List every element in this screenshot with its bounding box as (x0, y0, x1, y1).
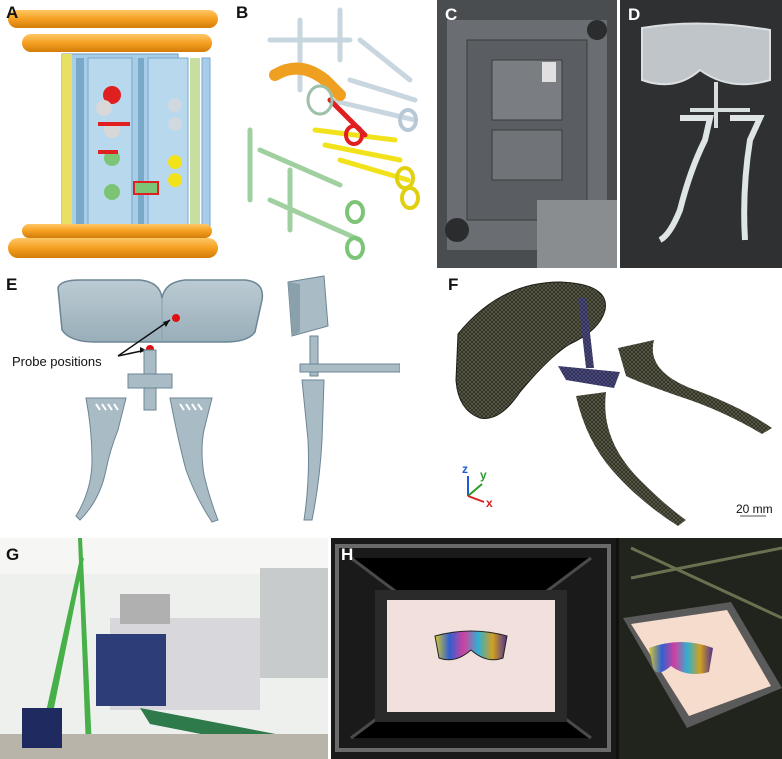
panel-b: B (230, 0, 435, 268)
cooling-channel-diagram (247, 7, 420, 260)
panel-g-label: G (6, 545, 20, 564)
probe-positions-annotation: Probe positions (12, 354, 102, 369)
axis-x-label: x (486, 496, 493, 510)
panel-d: D (620, 0, 782, 268)
panel-a: A (0, 0, 230, 268)
mold-assembly-diagram (8, 10, 218, 258)
panel-h: H (331, 538, 782, 759)
photoelasticity-setup-photo (331, 538, 782, 759)
part-geometry-diagram (57, 275, 400, 523)
panel-a-label: A (6, 3, 19, 22)
panel-f-label: F (448, 275, 459, 294)
panel-c-label: C (445, 5, 458, 24)
panel-g: G (0, 538, 328, 759)
panel-h-label: H (341, 545, 354, 564)
panel-e-label: E (6, 275, 18, 294)
panel-f: F z y x 20 mm (400, 270, 782, 532)
panel-d-label: D (628, 5, 641, 24)
molded-part-photo (620, 0, 782, 268)
axis-z-label: z (462, 462, 468, 476)
scale-bar-label: 20 mm (736, 502, 773, 516)
axis-y-label: y (480, 468, 487, 482)
mesh-model-diagram (455, 281, 772, 526)
panel-b-label: B (236, 3, 249, 22)
panel-c: C (437, 0, 617, 268)
injection-molding-lab-photo (0, 538, 328, 759)
panel-e: E Probe positions (0, 270, 400, 532)
mold-photo (437, 0, 617, 268)
